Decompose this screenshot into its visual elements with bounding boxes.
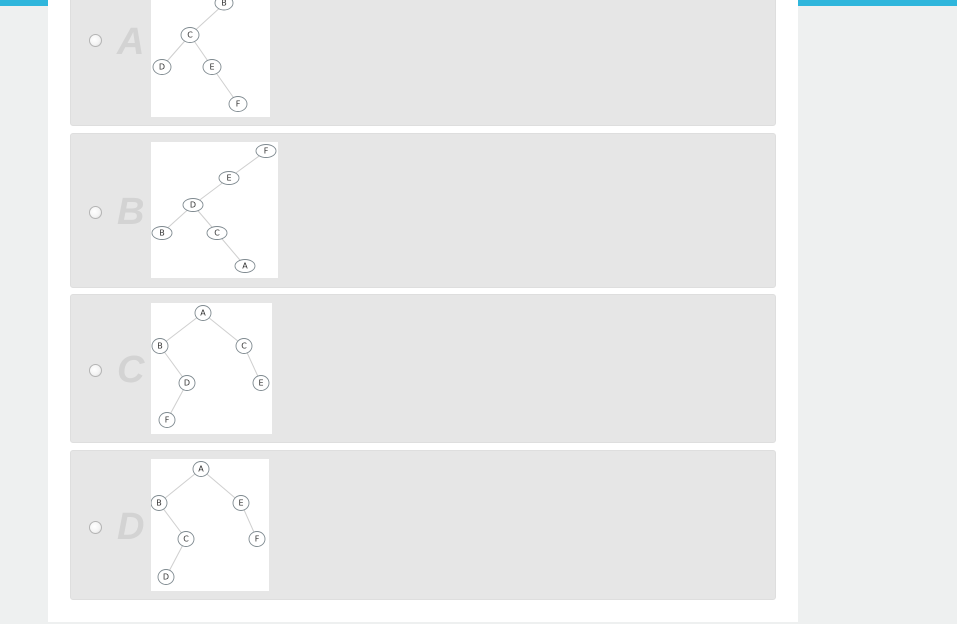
tree-edge	[158, 468, 202, 504]
tree-edge	[159, 312, 204, 347]
tree-node: D	[152, 59, 172, 75]
svg-text:B: B	[159, 229, 165, 238]
svg-text:A: A	[242, 262, 248, 271]
svg-text:B: B	[221, 0, 227, 8]
svg-text:F: F	[165, 416, 170, 425]
radio-option-d[interactable]	[89, 521, 102, 534]
tree-node: D	[182, 198, 204, 212]
svg-text:D: D	[159, 63, 165, 72]
tree-node: E	[202, 59, 222, 75]
tree-node: A	[234, 259, 256, 273]
svg-text:C: C	[183, 535, 189, 544]
tree-node: B	[151, 338, 169, 354]
svg-text:C: C	[187, 31, 193, 40]
tree-node: F	[228, 96, 248, 112]
answer-option-b[interactable]: B F E D B C A	[70, 133, 776, 288]
tree-node: A	[194, 305, 212, 321]
radio-option-b[interactable]	[89, 206, 102, 219]
svg-text:B: B	[156, 499, 162, 508]
option-letter: D	[117, 506, 145, 548]
tree-node: C	[206, 226, 228, 240]
radio-option-c[interactable]	[89, 364, 102, 377]
tree-node: B	[151, 226, 173, 240]
tree-node: E	[252, 375, 270, 391]
svg-text:A: A	[200, 309, 206, 318]
tree-node: F	[158, 412, 176, 428]
radio-option-a[interactable]	[89, 34, 102, 47]
tree-diagram: A B E C F D	[151, 459, 269, 591]
svg-text:D: D	[184, 379, 190, 388]
tree-node: A	[192, 461, 210, 477]
svg-text:C: C	[241, 342, 247, 351]
tree-edge	[200, 468, 242, 504]
svg-text:D: D	[190, 201, 196, 210]
question-panel: A B C D E F B F	[48, 0, 798, 622]
svg-text:D: D	[163, 573, 169, 582]
option-letter: B	[117, 191, 145, 233]
tree-edge	[202, 312, 245, 347]
tree-node: E	[232, 495, 250, 511]
tree-node: F	[248, 531, 266, 547]
tree-node: E	[218, 171, 240, 185]
option-letter: C	[117, 349, 145, 391]
svg-text:B: B	[157, 342, 163, 351]
tree-diagram: B C D E F	[151, 0, 270, 117]
tree-diagram: F E D B C A	[151, 142, 278, 278]
tree-node: F	[255, 144, 277, 158]
svg-text:E: E	[209, 63, 214, 72]
svg-text:E: E	[226, 174, 231, 183]
answer-option-d[interactable]: D A B E C F D	[70, 450, 776, 600]
svg-text:F: F	[264, 147, 269, 156]
svg-text:F: F	[255, 535, 260, 544]
option-letter: A	[117, 21, 145, 63]
tree-node: B	[214, 0, 234, 11]
svg-text:C: C	[214, 229, 220, 238]
tree-node: C	[180, 27, 200, 43]
svg-text:A: A	[198, 465, 204, 474]
svg-text:E: E	[258, 379, 263, 388]
tree-node: C	[235, 338, 253, 354]
tree-node: D	[157, 569, 175, 585]
tree-diagram: A B C D E F	[151, 303, 272, 434]
tree-node: D	[178, 375, 196, 391]
answer-option-a[interactable]: A B C D E F	[70, 0, 776, 126]
tree-node: B	[151, 495, 168, 511]
svg-text:F: F	[236, 100, 241, 109]
tree-node: C	[177, 531, 195, 547]
answer-option-c[interactable]: C A B C D E F	[70, 294, 776, 443]
svg-text:E: E	[238, 499, 243, 508]
